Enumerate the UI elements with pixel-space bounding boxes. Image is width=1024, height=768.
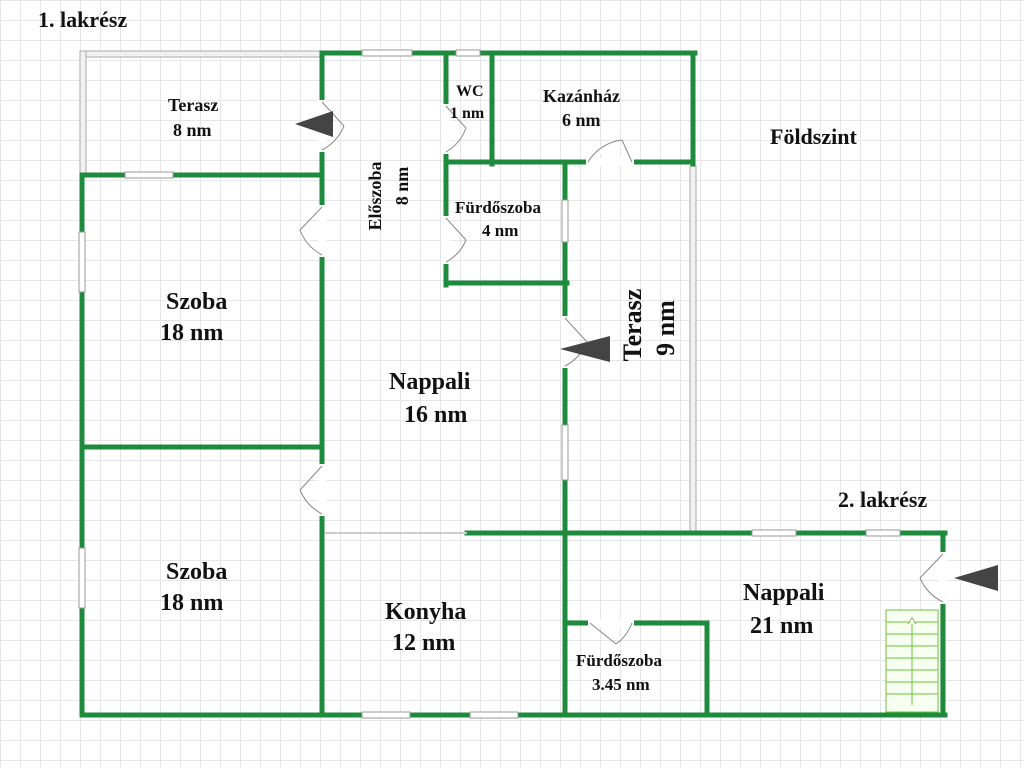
room-area-kazanhaz: 6 nm [562,110,601,130]
room-area-terasz-right: 9 nm [651,300,680,356]
window [361,49,413,57]
doors [299,100,947,645]
room-name-eloszoba: Előszoba [365,161,385,231]
unit-1-title: 1. lakrész [38,7,128,32]
door-swing [445,217,467,263]
door-swing [299,206,323,256]
room-name-nappali-1: Nappali [389,369,471,395]
window [751,529,797,537]
room-name-terasz-right: Terasz [618,288,647,362]
floor-label: Földszint [770,124,857,149]
door-swing [299,465,323,515]
window [455,49,481,57]
entrance-arrows [295,111,998,591]
door-swing [589,622,633,645]
window [78,231,86,293]
room-name-nappali-2: Nappali [743,580,825,606]
window [124,171,174,179]
stairs [885,609,939,713]
room-area-konyha: 12 nm [392,630,456,656]
unit-2-title: 2. lakrész [838,487,928,512]
room-area-nappali-2: 21 nm [750,613,814,639]
room-name-furdoszoba-1: Fürdőszoba [455,198,541,217]
window [78,547,86,609]
window [469,711,519,719]
room-name-kazanhaz: Kazánház [543,86,621,106]
window [561,424,569,481]
room-name-wc: WC [456,83,484,100]
room-name-konyha: Konyha [385,599,467,625]
room-area-eloszoba: 8 nm [392,166,412,206]
window [561,199,569,243]
door-swing [445,105,467,153]
window [865,529,901,537]
entrance-arrow-icon [295,111,333,137]
room-name-furdoszoba-2: Fürdőszoba [576,651,662,670]
room-area-wc: 1 nm [450,105,485,122]
room-area-terasz-top: 8 nm [173,120,212,140]
entrance-arrow-icon [954,565,998,591]
door-swing [587,139,633,163]
room-name-terasz-top: Terasz [168,95,219,115]
room-area-szoba-2: 18 nm [160,590,224,616]
window [361,711,411,719]
room-area-nappali-1: 16 nm [404,402,468,428]
entrance-arrow-icon [560,336,610,362]
room-name-szoba-2: Szoba [166,559,228,585]
room-name-szoba-1: Szoba [166,289,228,315]
room-area-furdoszoba-2: 3.45 nm [592,675,650,694]
windows [78,49,901,719]
door-swing [919,553,944,603]
room-area-furdoszoba-1: 4 nm [482,221,519,240]
room-area-szoba-1: 18 nm [160,320,224,346]
